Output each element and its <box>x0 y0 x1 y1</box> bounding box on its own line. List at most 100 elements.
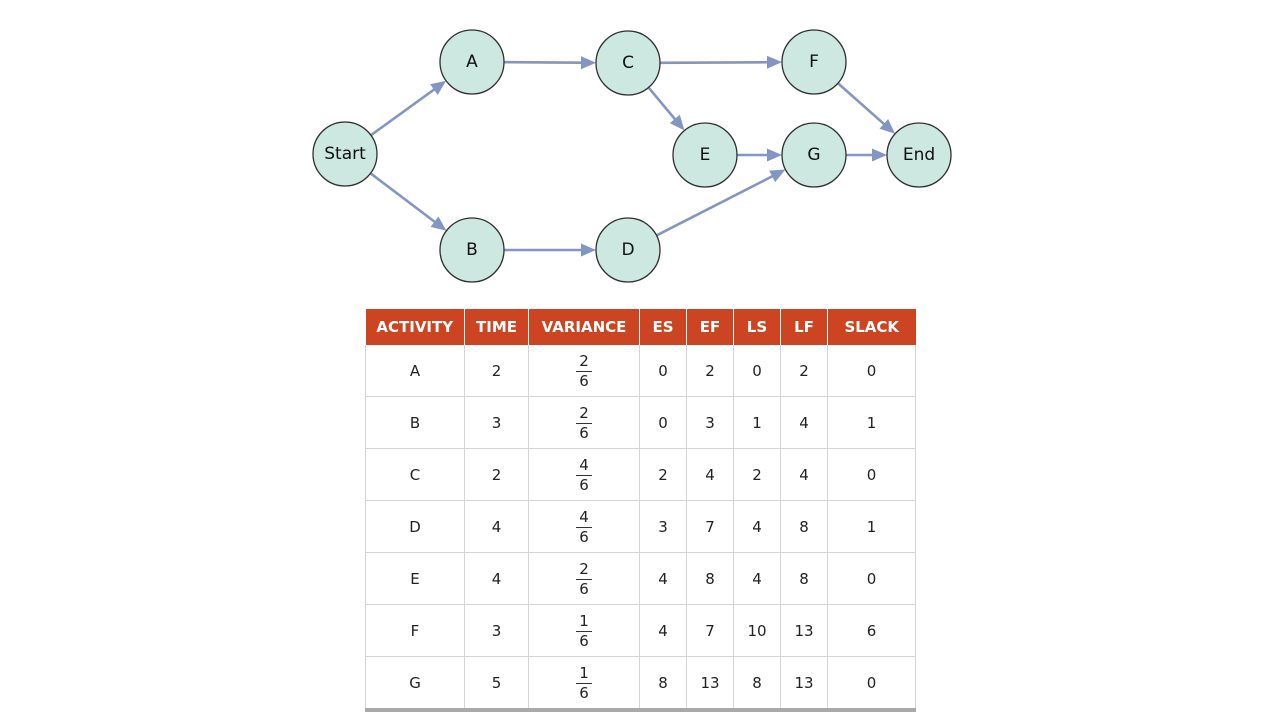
cell-activity: B <box>365 396 465 449</box>
node-a: A <box>439 29 505 95</box>
arrowhead <box>669 114 685 131</box>
node-label: D <box>621 240 634 260</box>
cell-slack: 1 <box>827 500 916 553</box>
cell-ef: 13 <box>686 656 734 712</box>
arrowhead <box>430 216 447 231</box>
node-label: B <box>466 240 478 260</box>
cell-slack: 0 <box>827 345 916 397</box>
node-end: End <box>886 122 952 188</box>
cell-lf: 8 <box>780 552 828 605</box>
column-header-ls: LS <box>733 309 781 345</box>
arrowhead <box>766 55 783 69</box>
edge-g-to-end <box>846 148 887 162</box>
cell-es: 0 <box>639 396 687 449</box>
fraction-numerator: 2 <box>576 405 592 424</box>
edge-line <box>837 82 887 127</box>
node-start: Start <box>312 121 378 187</box>
cell-es: 4 <box>639 552 687 605</box>
edge-line <box>659 60 770 65</box>
edge-e-to-g <box>737 148 782 162</box>
column-header-ef: EF <box>686 309 734 345</box>
edge-a-to-c <box>503 56 597 70</box>
column-header-time: TIME <box>464 309 529 345</box>
cell-ef: 3 <box>686 396 734 449</box>
edge-c-to-f <box>659 55 783 69</box>
arrowhead <box>769 169 786 183</box>
arrowhead <box>767 148 782 162</box>
node-label: E <box>700 145 711 165</box>
node-circle <box>886 122 952 188</box>
cell-slack: 1 <box>827 396 916 449</box>
cell-activity: C <box>365 448 465 501</box>
fraction-numerator: 2 <box>576 353 592 372</box>
cell-lf: 13 <box>780 604 828 657</box>
node-label: G <box>807 145 820 165</box>
node-circle <box>595 217 661 283</box>
cell-ls: 10 <box>733 604 781 657</box>
column-header-lf: LF <box>780 309 828 345</box>
arrowhead <box>872 148 887 162</box>
cell-ef: 2 <box>686 345 734 397</box>
cell-time: 3 <box>464 396 529 449</box>
cell-ls: 8 <box>733 656 781 712</box>
edge-start-to-b <box>369 172 447 231</box>
arrowhead <box>581 243 596 257</box>
cell-activity: A <box>365 345 465 397</box>
node-circle <box>595 30 661 96</box>
node-label: C <box>622 53 634 73</box>
fraction-numerator: 1 <box>576 613 592 632</box>
cell-time: 2 <box>464 345 529 397</box>
edge-f-to-end <box>837 82 896 134</box>
cell-ls: 4 <box>733 552 781 605</box>
node-circle <box>781 29 847 95</box>
node-circle <box>781 122 847 188</box>
cell-lf: 8 <box>780 500 828 553</box>
edge-d-to-g <box>655 169 786 237</box>
fraction-denominator: 6 <box>579 475 589 494</box>
cell-time: 4 <box>464 500 529 553</box>
cell-ef: 8 <box>686 552 734 605</box>
cell-ls: 0 <box>733 345 781 397</box>
edge-line <box>503 60 584 65</box>
cell-ef: 7 <box>686 604 734 657</box>
edge-line <box>369 172 437 224</box>
node-circle <box>312 121 378 187</box>
fraction-denominator: 6 <box>579 683 589 702</box>
node-label: End <box>903 145 935 165</box>
cell-slack: 0 <box>827 552 916 605</box>
cell-lf: 13 <box>780 656 828 712</box>
edge-line <box>647 86 678 122</box>
cell-ls: 2 <box>733 448 781 501</box>
fraction-denominator: 6 <box>579 579 589 598</box>
cell-ef: 4 <box>686 448 734 501</box>
cell-time: 5 <box>464 656 529 712</box>
cell-time: 3 <box>464 604 529 657</box>
cell-lf: 2 <box>780 345 828 397</box>
arrowhead <box>430 80 447 95</box>
fraction-denominator: 6 <box>579 423 589 442</box>
cell-activity: G <box>365 656 465 712</box>
cell-slack: 0 <box>827 656 916 712</box>
cell-ls: 4 <box>733 500 781 553</box>
node-label: A <box>466 52 478 72</box>
column-header-activity: ACTIVITY <box>365 309 465 345</box>
cell-slack: 6 <box>827 604 916 657</box>
cell-es: 2 <box>639 448 687 501</box>
